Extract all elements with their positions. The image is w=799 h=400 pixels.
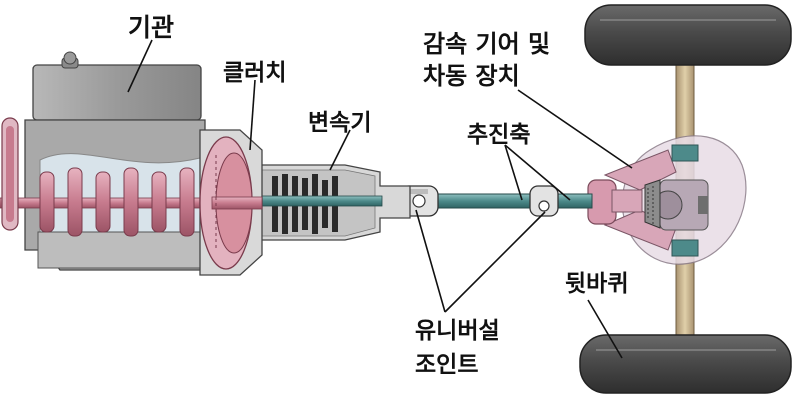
reduction-gear-leader-line <box>517 89 633 169</box>
rear-wheel-bottom <box>579 334 792 394</box>
rear-wheel-top <box>584 4 792 66</box>
rear-wheel-leader-line <box>587 299 623 359</box>
universal-joint-label-line1: 유니버설 <box>415 318 500 344</box>
reduction-gear-label-line2: 차동 장치 <box>423 62 520 90</box>
universal-joint-rear <box>529 185 559 217</box>
universal-joint-label-line2: 조인트 <box>415 352 478 378</box>
engine <box>24 51 206 271</box>
universal-joint-leader-line-1 <box>415 209 446 313</box>
propeller-shaft-leader-line-1 <box>504 144 523 201</box>
differential-housing <box>603 135 747 265</box>
engine-leader-line <box>127 39 153 93</box>
propeller-shaft-leader-line-2 <box>504 144 571 201</box>
engine-label: 기관 <box>128 13 174 42</box>
pinion-flange <box>587 179 643 225</box>
crankshaft <box>0 167 216 237</box>
clutch-label: 클러치 <box>223 60 286 86</box>
transmission-label: 변속기 <box>308 110 371 136</box>
rear-wheel-label: 뒷바퀴 <box>565 271 628 297</box>
universal-joint-leader-line-2 <box>444 211 546 313</box>
front-pulley <box>1 117 19 231</box>
transmission-gears <box>261 174 383 234</box>
propeller-shaft-label: 추진축 <box>467 122 530 148</box>
clutch-leader-line <box>249 79 256 151</box>
reduction-gear-label-line1: 감속 기어 및 <box>423 30 550 58</box>
clutch <box>199 136 263 270</box>
transmission-leader-line <box>329 129 351 171</box>
ring-gear <box>644 179 661 229</box>
